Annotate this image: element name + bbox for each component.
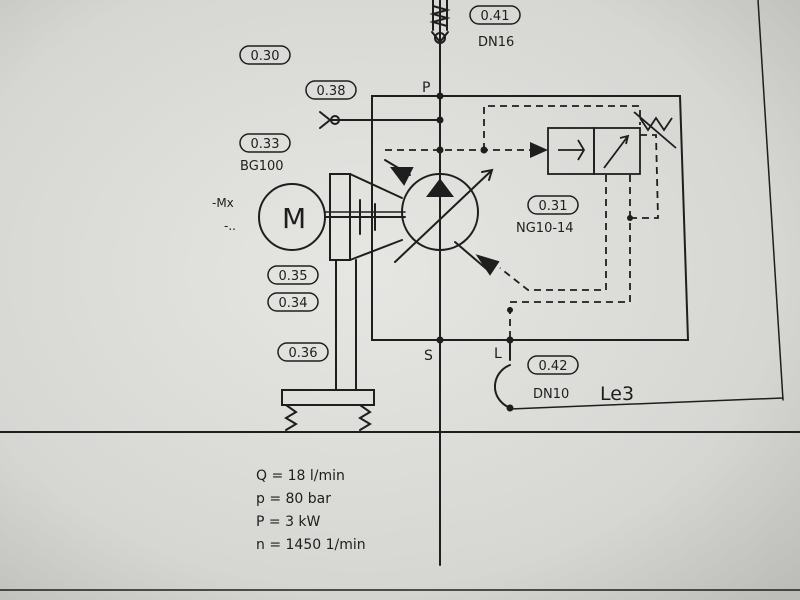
- spec-speed: n = 1450 1/min: [256, 537, 366, 553]
- drain-end-dot: [506, 404, 514, 412]
- pilot-line-top: [483, 105, 641, 150]
- pedestal-column: [335, 259, 357, 391]
- tag-036: 0.36: [289, 346, 318, 361]
- port-s-dot: [436, 336, 444, 344]
- tag-oval-041: [469, 5, 521, 25]
- tag-031: 0.31: [539, 199, 568, 214]
- tag-033: 0.33: [251, 137, 280, 152]
- tag-oval-035: [267, 265, 319, 285]
- pump-arrow-head: [481, 168, 494, 181]
- pump-control-arrow-top: [390, 167, 414, 186]
- drain-hose: [494, 364, 511, 409]
- pressure-control-valve: [547, 111, 677, 175]
- pump-flow-triangle: [426, 178, 454, 197]
- label-port-l: L: [494, 346, 502, 362]
- tag-oval-033: [239, 133, 291, 153]
- tag-042: 0.42: [539, 359, 568, 374]
- label-motor-m: M: [282, 202, 306, 235]
- tag-oval-030: [239, 45, 291, 65]
- pilot-line-return: [499, 175, 607, 291]
- label-dn10: DN10: [533, 387, 569, 402]
- label-port-p: P: [422, 80, 430, 96]
- gauge-port-circle: [330, 115, 340, 125]
- return-line-le3: [509, 397, 784, 410]
- check-valve-top: [429, 0, 451, 44]
- pump-adjust-arrow: [394, 171, 491, 263]
- tag-035: 0.35: [279, 269, 308, 284]
- label-le3: Le3: [600, 383, 634, 405]
- pedestal-base: [281, 389, 375, 406]
- spec-flow: Q = 18 l/min: [256, 468, 345, 484]
- label-bg100: BG100: [240, 159, 284, 174]
- pilot-line-drain: [509, 175, 631, 340]
- tag-oval-031: [527, 195, 579, 215]
- label-dn16: DN16: [478, 35, 514, 50]
- right-frame-line: [757, 0, 784, 401]
- tag-oval-042: [527, 355, 579, 375]
- tag-oval-034: [267, 292, 319, 312]
- tag-041: 0.41: [481, 9, 510, 24]
- port-l-dot: [506, 336, 514, 344]
- junction-gauge: [436, 116, 444, 124]
- tag-oval-036: [277, 342, 329, 362]
- label-port-s: S: [424, 348, 433, 364]
- valve-pilot-arrow: [530, 142, 548, 158]
- pump-enclosure: [371, 95, 690, 341]
- coupling: [359, 199, 376, 235]
- damper-springs: [284, 404, 372, 431]
- tag-030: 0.30: [251, 49, 280, 64]
- spec-power: P = 3 kW: [256, 514, 321, 530]
- tag-034: 0.34: [279, 296, 308, 311]
- port-p-dot: [436, 92, 444, 100]
- pump-control-arrow-bottom: [475, 254, 500, 276]
- label-mx: -Mx: [212, 196, 234, 210]
- label-mx-dots: -..: [224, 219, 236, 233]
- bell-taper: [349, 173, 403, 261]
- label-ng1014: NG10-14: [516, 221, 574, 236]
- tag-oval-038: [305, 80, 357, 100]
- spec-pressure: p = 80 bar: [256, 491, 331, 507]
- pilot-line-spring: [630, 134, 659, 219]
- tag-038: 0.38: [317, 84, 346, 99]
